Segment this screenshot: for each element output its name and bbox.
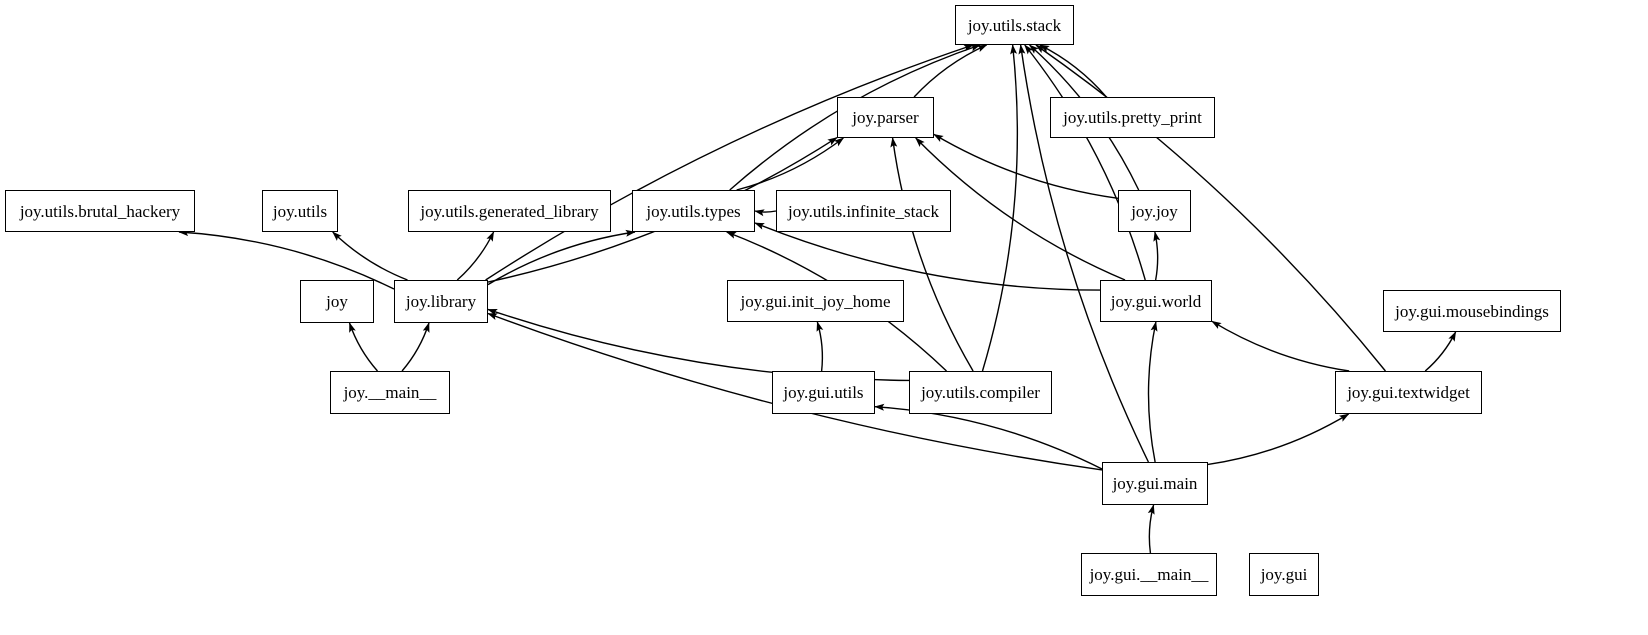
graph-node-label: joy.utils.types bbox=[646, 201, 741, 221]
graph-edge-joy-parser-to-joy-utils-stack bbox=[913, 44, 988, 98]
graph-node-label: joy.library bbox=[405, 292, 477, 311]
graph-node-joy-joy[interactable]: joy.joy bbox=[1118, 190, 1191, 232]
graph-node-label: joy bbox=[326, 292, 348, 311]
graph-node-label: joy.utils.infinite_stack bbox=[788, 201, 939, 221]
graph-node-label: joy.utils.brutal_hackery bbox=[19, 201, 181, 221]
graph-node-label: joy.gui.utils bbox=[783, 383, 864, 402]
graph-edge-joy---main---to-joy bbox=[348, 322, 379, 372]
graph-edge-joy-utils-pretty-print-to-joy-utils-stack bbox=[1039, 44, 1107, 98]
graph-edge-joy-gui-main-to-joy-gui-textwidget bbox=[1207, 413, 1350, 466]
graph-node-label: joy.utils.pretty_print bbox=[1063, 108, 1202, 127]
graph-edge-joy-library-to-joy-utils-types bbox=[487, 229, 636, 286]
graph-node-joy-utils-compiler[interactable]: joy.utils.compiler bbox=[909, 371, 1052, 414]
graph-edge-joy-joy-to-joy-parser bbox=[933, 133, 1119, 200]
graph-node-label: joy.__main__ bbox=[343, 383, 437, 402]
graph-edge-joy-gui-textwidget-to-joy-gui-mousebindings bbox=[1424, 331, 1457, 372]
graph-node-joy-utils[interactable]: joy.utils bbox=[262, 190, 338, 232]
graph-edge-joy-gui-textwidget-to-joy-utils-stack bbox=[1035, 44, 1386, 372]
graph-edge-joy-library-to-joy-utils-generated-library bbox=[456, 231, 495, 281]
graph-node-joy-gui---main--[interactable]: joy.gui.__main__ bbox=[1081, 553, 1217, 596]
graph-node-label: joy.gui.__main__ bbox=[1089, 565, 1209, 584]
graph-edge-joy-gui-world-to-joy-utils-stack bbox=[1024, 44, 1146, 281]
graph-node-joy-utils-generated-library[interactable]: joy.utils.generated_library bbox=[408, 190, 611, 232]
graph-node-label: joy.parser bbox=[852, 108, 919, 127]
graph-edge-joy-utils-compiler-to-joy-parser bbox=[890, 137, 974, 372]
graph-node-label: joy.joy bbox=[1131, 201, 1178, 221]
graph-edge-joy-library-to-joy-utils-stack bbox=[485, 44, 974, 281]
graph-node-joy-gui-init-joy-home[interactable]: joy.gui.init_joy_home bbox=[727, 280, 904, 322]
graph-node-label: joy.gui bbox=[1260, 565, 1308, 584]
graph-node-joy-utils-infinite-stack[interactable]: joy.utils.infinite_stack bbox=[776, 190, 951, 232]
graph-node-label: joy.gui.main bbox=[1112, 474, 1198, 493]
graph-node-label: joy.utils.generated_library bbox=[420, 201, 599, 221]
graph-node-joy---main--[interactable]: joy.__main__ bbox=[330, 371, 450, 414]
graph-node-label: joy.utils.compiler bbox=[921, 383, 1040, 402]
graph-node-joy-gui-world[interactable]: joy.gui.world bbox=[1100, 280, 1212, 322]
graph-edge-joy-gui-textwidget-to-joy-gui-world bbox=[1211, 320, 1350, 372]
graph-node-label: joy.utils.stack bbox=[967, 15, 1062, 35]
graph-edge-joy-gui-world-to-joy-joy bbox=[1153, 231, 1161, 281]
graph-node-joy-gui-mousebindings[interactable]: joy.gui.mousebindings bbox=[1383, 290, 1561, 332]
graph-edge-joy-gui-main-to-joy-gui-world bbox=[1147, 321, 1158, 463]
graph-edge-joy---main---to-joy-library bbox=[401, 322, 430, 372]
graph-node-joy-gui-main[interactable]: joy.gui.main bbox=[1102, 462, 1208, 505]
graph-edge-joy-utils-infinite-stack-to-joy-utils-types bbox=[754, 209, 777, 217]
graph-node-joy[interactable]: joy bbox=[300, 280, 374, 323]
graph-node-joy-library[interactable]: joy.library bbox=[394, 280, 488, 323]
graph-edge-joy-utils-compiler-to-joy-utils-stack bbox=[981, 44, 1019, 372]
graph-edge-joy-gui-utils-to-joy-gui-init-joy-home bbox=[816, 321, 824, 372]
graph-node-joy-gui-utils[interactable]: joy.gui.utils bbox=[772, 371, 875, 414]
graph-edge-joy-library-to-joy-utils bbox=[332, 231, 408, 281]
graph-node-label: joy.gui.world bbox=[1110, 291, 1202, 311]
graph-node-label: joy.gui.textwidget bbox=[1347, 383, 1470, 402]
graph-node-joy-utils-stack[interactable]: joy.utils.stack bbox=[955, 5, 1074, 45]
graph-node-joy-utils-types[interactable]: joy.utils.types bbox=[632, 190, 755, 232]
graph-node-label: joy.utils bbox=[272, 201, 328, 221]
graph-node-label: joy.gui.mousebindings bbox=[1395, 301, 1549, 321]
graph-edge-joy-gui---main---to-joy-gui-main bbox=[1147, 504, 1155, 554]
graph-edge-joy-gui-main-to-joy-gui-utils bbox=[874, 403, 1103, 470]
graph-node-joy-gui[interactable]: joy.gui bbox=[1249, 553, 1319, 596]
graph-node-label: joy.gui.init_joy_home bbox=[740, 291, 891, 311]
graph-node-joy-utils-brutal-hackery[interactable]: joy.utils.brutal_hackery bbox=[5, 190, 195, 232]
graph-edge-joy-utils-types-to-joy-parser bbox=[736, 137, 845, 191]
graph-node-joy-utils-pretty-print[interactable]: joy.utils.pretty_print bbox=[1050, 97, 1215, 138]
graph-node-joy-gui-textwidget[interactable]: joy.gui.textwidget bbox=[1335, 371, 1482, 414]
graph-node-joy-parser[interactable]: joy.parser bbox=[837, 97, 934, 138]
